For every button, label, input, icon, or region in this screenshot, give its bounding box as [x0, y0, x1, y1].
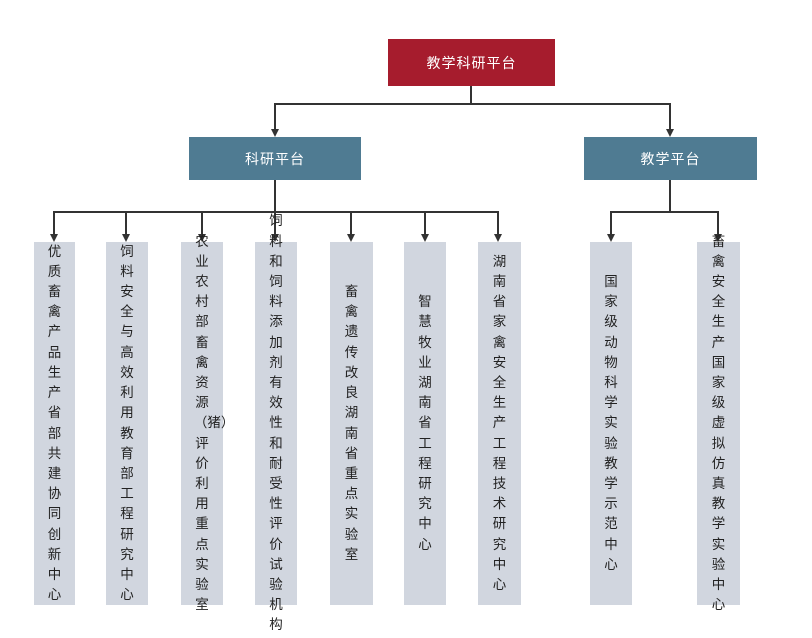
root-node: 教学科研平台 — [388, 39, 555, 86]
leaf-label: 智慧牧业湖南省工程研究中心 — [418, 294, 432, 553]
leaf-label: 饲料和饲料添加剂有效性和耐受性评价试验机构 — [269, 213, 283, 634]
leaf-label: 饲料安全与高效利用教育部工程研究中心 — [120, 243, 134, 604]
leaf-label: 畜禽遗传改良湖南省重点实验室 — [344, 284, 359, 563]
leaf-label: 畜禽安全生产国家级虚拟仿真教学实验中心 — [711, 233, 726, 614]
leaf-label: 农业农村部畜禽资源（猪）评价利用重点实验室 — [193, 233, 235, 614]
leaf-label: 优质畜禽产品生产省部共建协同创新中心 — [47, 243, 62, 604]
leaf-node: 畜禽安全生产国家级虚拟仿真教学实验中心 — [697, 234, 740, 613]
leaf-node: 优质畜禽产品生产省部共建协同创新中心 — [34, 242, 75, 605]
branch-node-research: 科研平台 — [189, 137, 361, 180]
branch-label-research: 科研平台 — [245, 151, 305, 168]
leaf-node: 畜禽遗传改良湖南省重点实验室 — [330, 242, 373, 605]
leaf-node: 饲料安全与高效利用教育部工程研究中心 — [106, 242, 148, 605]
leaf-node: 湖南省家禽安全生产工程技术研究中心 — [478, 242, 521, 605]
root-label: 教学科研平台 — [426, 55, 517, 72]
branch-label-teaching: 教学平台 — [640, 151, 701, 168]
branch-node-teaching: 教学平台 — [584, 137, 757, 180]
leaf-label: 湖南省家禽安全生产工程技术研究中心 — [492, 253, 507, 594]
leaf-node: 农业农村部畜禽资源（猪）评价利用重点实验室 — [181, 234, 234, 613]
leaf-label: 国家级动物科学实验教学示范中心 — [604, 273, 618, 573]
leaf-node: 饲料和饲料添加剂有效性和耐受性评价试验机构 — [255, 213, 297, 633]
leaf-node: 国家级动物科学实验教学示范中心 — [590, 242, 632, 605]
leaf-node: 智慧牧业湖南省工程研究中心 — [404, 242, 446, 605]
